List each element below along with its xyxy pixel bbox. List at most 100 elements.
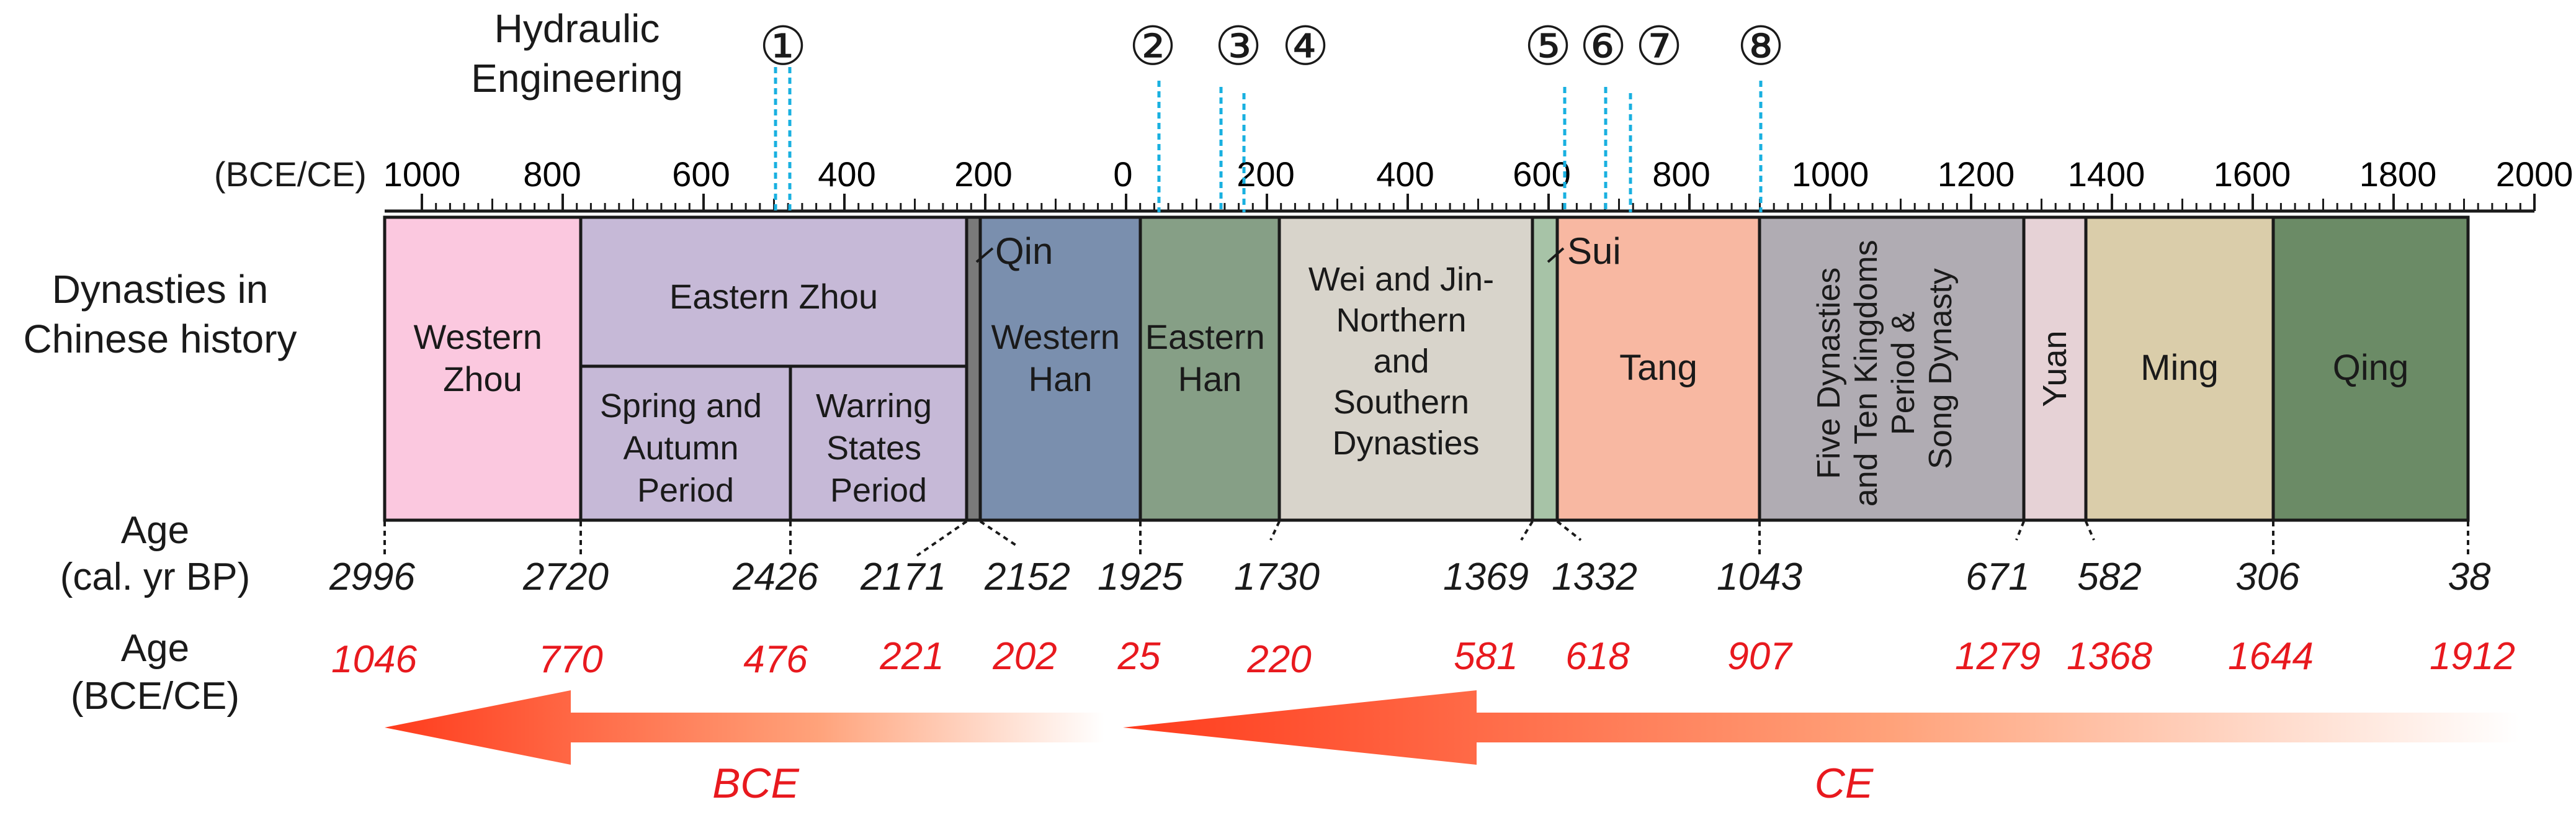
age-bp-label-line2: (cal. yr BP) [60,556,251,598]
scale-tick-label: 1200 [1938,155,2015,194]
marker-8: ⑧ [1737,17,1784,76]
drop-line-qin-start [916,520,968,557]
dynasty-block-song [1758,215,2026,522]
marker-6: ⑥ [1579,17,1627,76]
drop-line-yuan-end [2085,521,2095,541]
age-bp-label-line1: Age [121,509,189,552]
marker-1: ① [759,17,807,76]
dynasty-label-song: Five Dynasties and Ten Kingdoms Period &… [1811,231,1959,507]
dynasty-label-ming: Ming [2140,348,2219,388]
drop-line-eastern-han-end [1269,521,1281,541]
scale-ticks [385,194,2536,213]
age-ce-value: 25 [1117,635,1161,678]
dynasty-block-ming [2084,215,2275,522]
dynasty-label-qin: Qin [995,230,1053,272]
qin-leader-line [975,247,994,263]
dynasty-label-western-zhou: Western Zhou [413,317,552,399]
dynasty-label-yuan: Yuan [2036,330,2073,407]
scale-tick-label: 1600 [2214,155,2291,194]
dynasties-label-line1: Dynasties in [52,267,269,312]
dynasties-label-line2: Chinese history [23,317,297,361]
dynasty-label-sui: Sui [1567,230,1621,272]
age-ce-value: 220 [1246,638,1311,681]
dynasty-block-sui [1531,215,1559,522]
age-bp-value: 671 [1966,556,2029,598]
age-ce-row: 1046 770 476 221 202 25 220 581 618 907 … [331,635,2515,681]
era-arrows: BCE CE [385,690,2519,807]
scale-tick-label: 800 [1652,155,1710,194]
marker-7: ⑦ [1635,17,1683,76]
ce-arrow [1123,690,2519,765]
drop-line-yuan-start [2015,521,2025,541]
age-bp-value: 1043 [1717,556,1802,598]
scale-tick-label: 600 [1513,155,1570,194]
age-ce-label-line1: Age [121,627,189,670]
age-ce-value: 202 [992,635,1057,678]
bce-label: BCE [712,760,799,807]
dynasty-block-western-han [978,215,1142,522]
dynasty-label-warring-states: Warring States Period [816,387,941,509]
ce-label: CE [1815,760,1874,807]
hydraulic-label-line1: Hydraulic [494,6,660,51]
dynasty-block-qin [965,215,982,522]
age-ce-label-line2: (BCE/CE) [71,675,239,718]
age-bp-value: 2720 [522,556,609,598]
drop-line-sui-end [1556,520,1582,541]
hydraulic-label-line2: Engineering [471,56,683,101]
dynasty-block-qing [2271,215,2470,522]
scale-tick-label: 600 [672,155,730,194]
dynasty-label-spring-autumn: Spring and Autumn Period [600,387,771,509]
age-ce-value: 907 [1727,635,1793,678]
age-ce-value: 221 [879,635,944,678]
dynasty-label-qing: Qing [2333,348,2409,388]
age-bp-value: 2152 [984,556,1070,598]
marker-5: ⑤ [1524,17,1572,76]
age-bp-value: 1730 [1234,556,1320,598]
scale-tick-label: 2000 [2496,155,2574,194]
scale-tick-labels: 1000 800 600 400 200 0 200 400 600 800 1… [383,155,2574,194]
scale-tick-label: 400 [1376,155,1434,194]
dynasty-blocks [383,215,2470,522]
scale-tick-label: 1800 [2359,155,2437,194]
age-bp-row: 2996 2720 2426 2171 2152 1925 1730 1369 … [329,556,2491,598]
dynasty-block-warring-states [789,364,968,522]
age-ce-value: 476 [743,638,808,681]
age-ce-value: 1912 [2430,635,2515,678]
dynasty-labels: Western Zhou Eastern Zhou Spring and Aut… [413,230,2408,509]
scale-tick-label: 800 [523,155,581,194]
age-bp-value: 306 [2235,556,2300,598]
sui-leader-line [1547,247,1565,263]
age-bp-value: 1332 [1552,556,1637,598]
scale-tick-label: 0 [1113,155,1132,194]
scale-tick-label: 1000 [383,155,461,194]
scale-unit-label: (BCE/CE) [214,155,367,194]
dynasty-label-wei-jin: Wei and Jin- Northern and Southern Dynas… [1308,261,1503,462]
dynasty-block-tang [1555,215,1761,522]
boundary-drop-lines [383,520,2469,557]
age-bp-value: 38 [2448,556,2491,598]
age-bp-value: 582 [2077,556,2141,598]
dynasty-label-eastern-zhou: Eastern Zhou [669,277,878,316]
dynasty-block-eastern-han [1138,215,1281,522]
age-ce-value: 770 [539,638,602,681]
drop-line-sui-start [1520,520,1534,541]
dynasty-block-eastern-zhou [579,215,968,368]
scale-tick-label: 200 [954,155,1012,194]
marker-3: ③ [1214,17,1262,76]
drop-line-qin-end [979,520,1019,547]
age-ce-value: 581 [1454,635,1518,678]
scale-tick-label: 200 [1237,155,1294,194]
marker-2: ② [1129,17,1176,76]
age-ce-value: 618 [1565,635,1630,678]
marker-4: ④ [1281,17,1329,76]
dynasty-label-western-han: Western Han [991,317,1129,399]
age-bp-value: 1369 [1443,556,1529,598]
dynasty-label-eastern-han: Eastern Han [1145,317,1275,399]
bce-arrow [385,690,1104,765]
age-ce-value: 1644 [2228,635,2314,678]
age-bp-value: 1925 [1098,556,1183,598]
scale-tick-label: 400 [818,155,875,194]
age-bp-value: 2996 [329,556,415,598]
